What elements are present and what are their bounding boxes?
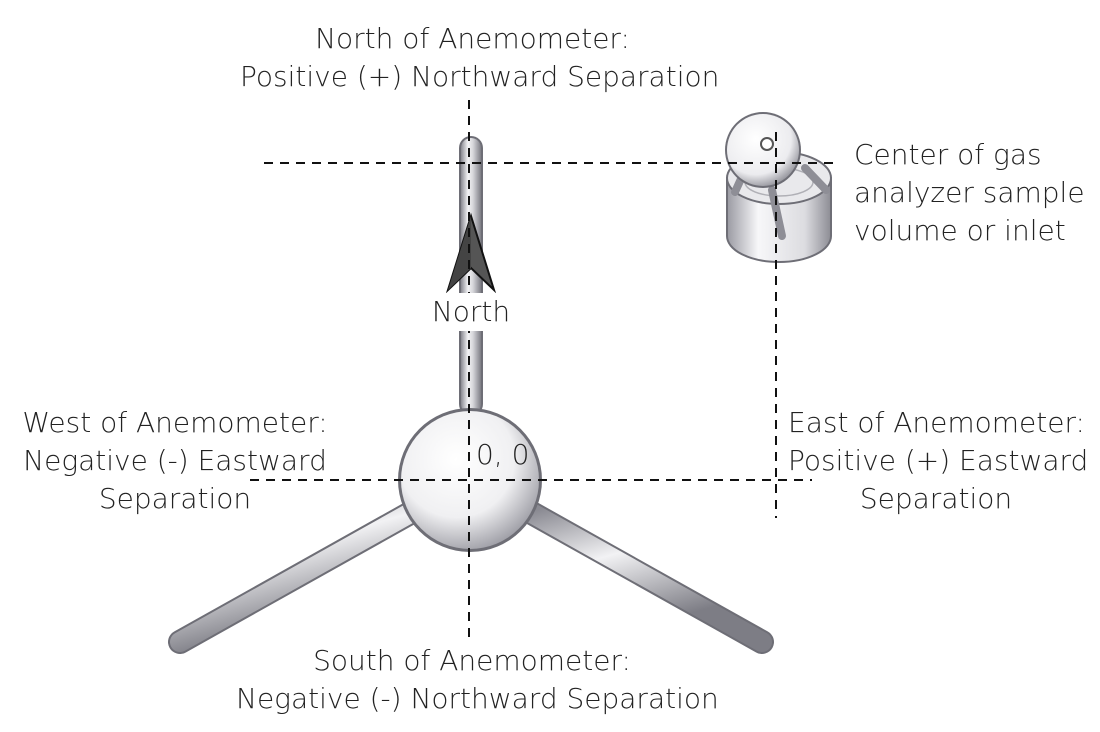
reference-lines (250, 100, 836, 640)
anemometer-icon (168, 136, 774, 654)
gas-analyzer-label: Center of gas analyzer sample volume or … (854, 138, 1085, 247)
south-label: South of Anemometer: Negative (-) Northw… (236, 644, 719, 715)
west-label: West of Anemometer: Negative (-) Eastwar… (22, 406, 328, 515)
north-arrow-icon (445, 212, 497, 294)
east-label: East of Anemometer: Positive (+) Eastwar… (788, 406, 1089, 515)
gas-analyzer-icon (725, 112, 832, 263)
north-label: North of Anemometer: Positive (+) Northw… (240, 22, 720, 93)
origin-label: 0, 0 (476, 438, 530, 471)
north-arrow-label: North (420, 293, 522, 331)
